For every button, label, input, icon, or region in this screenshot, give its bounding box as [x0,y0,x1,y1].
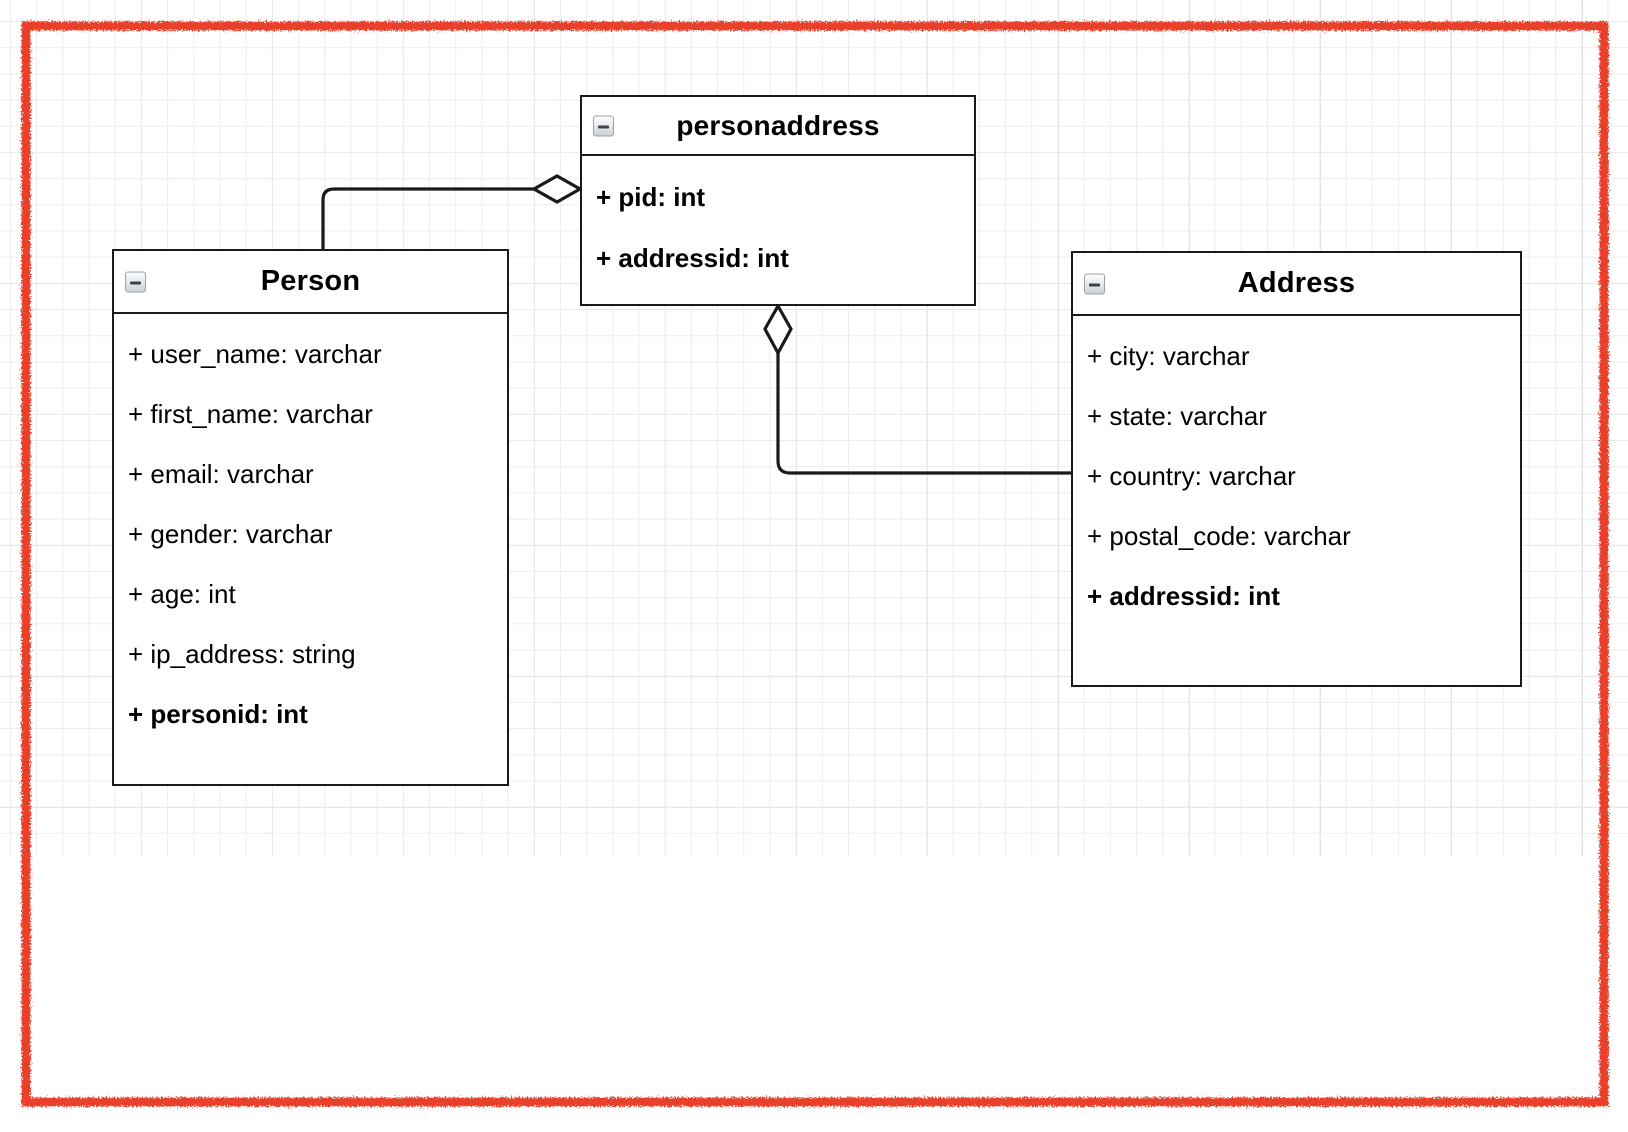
minus-square-icon[interactable] [593,115,614,136]
attribute-row-key: + pid: int [596,182,706,212]
aggregation-diamond-vertical [763,302,793,357]
attribute-row: + state: varchar [1087,401,1267,431]
relationship-person-personaddress[interactable] [321,174,584,251]
class-header-personaddress: personaddress [582,97,974,156]
attribute-row: + country: varchar [1087,461,1296,491]
relationship-personaddress-address[interactable] [763,302,1073,475]
attribute-row: + email: varchar [128,459,314,489]
attribute-row-key: + personid: int [128,699,308,729]
class-title-person: Person [260,265,361,297]
attribute-row-key: + addressid: int [1087,581,1280,611]
minus-square-icon[interactable] [125,271,146,292]
aggregation-diamond-horizontal [530,174,584,204]
class-body-person: + user_name: varchar + first_name: varch… [114,341,507,727]
attribute-row-key: + addressid: int [596,243,789,273]
attribute-row: + ip_address: string [128,639,356,669]
class-header-person: Person [114,251,507,314]
attribute-row: + postal_code: varchar [1087,521,1351,551]
uml-class-personaddress[interactable]: personaddress + pid: int + addressid: in… [580,95,976,306]
class-title-personaddress: personaddress [676,109,880,141]
minus-square-icon[interactable] [1084,273,1105,294]
attribute-row: + city: varchar [1087,341,1250,371]
class-body-address: + city: varchar + state: varchar + count… [1073,343,1520,609]
uml-class-person[interactable]: Person + user_name: varchar + first_name… [112,249,509,786]
class-body-personaddress: + pid: int + addressid: int [582,184,974,271]
class-title-address: Address [1237,267,1356,299]
uml-class-address[interactable]: Address + city: varchar + state: varchar… [1071,251,1522,687]
attribute-row: + user_name: varchar [128,339,382,369]
class-header-address: Address [1073,253,1520,316]
attribute-row: + gender: varchar [128,519,333,549]
attribute-row: + age: int [128,579,236,609]
attribute-row: + first_name: varchar [128,399,373,429]
